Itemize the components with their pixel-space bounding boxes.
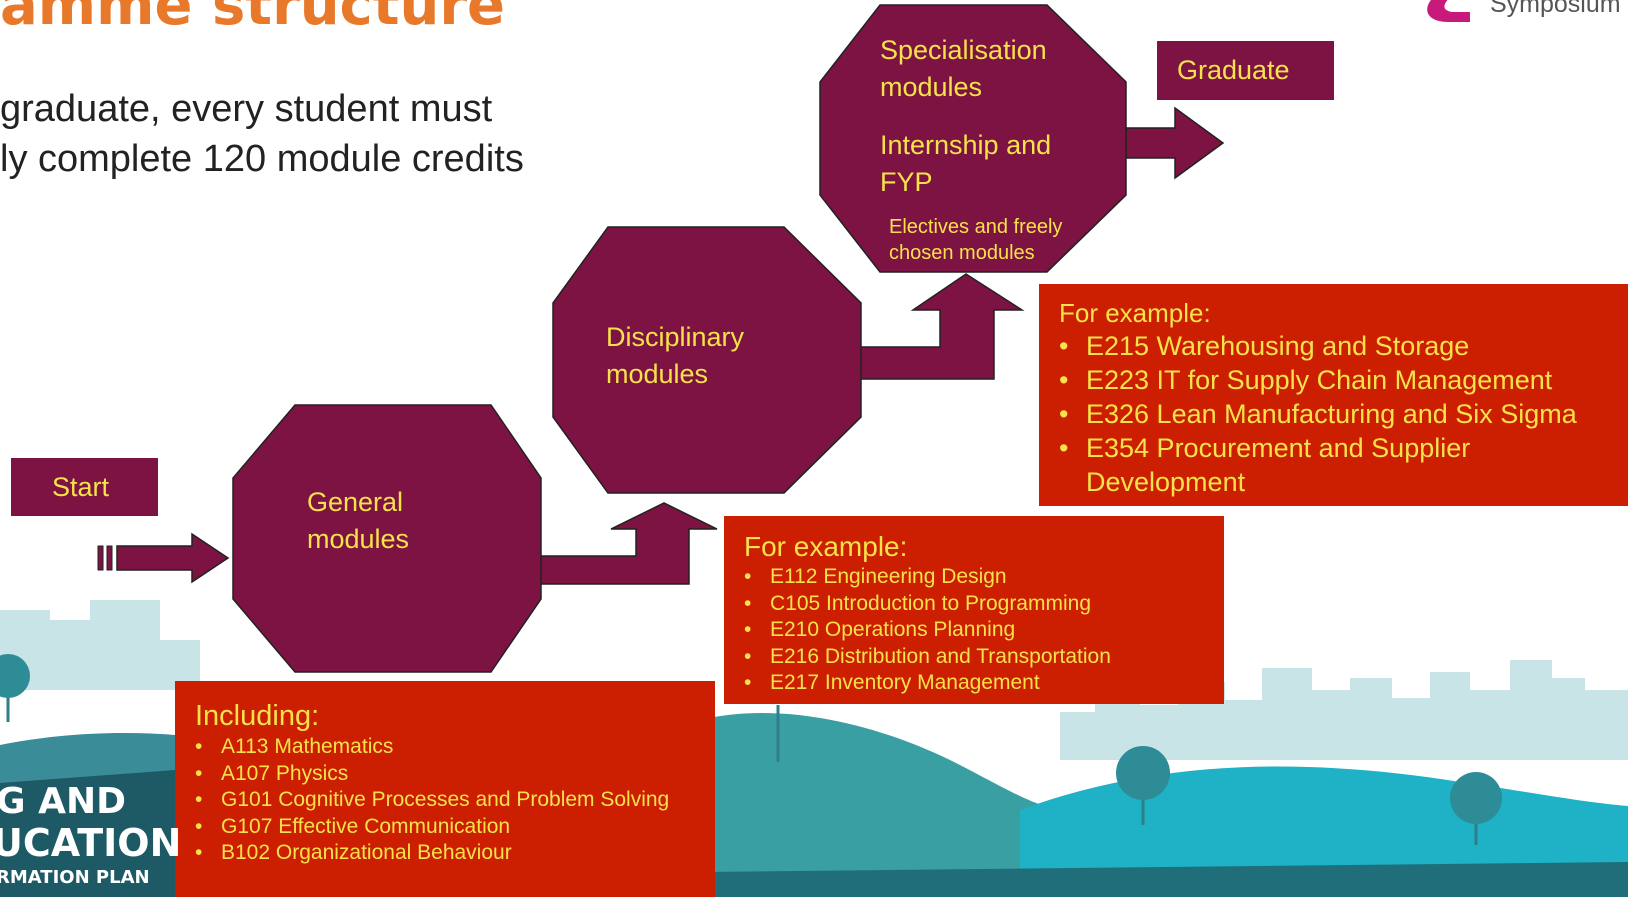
list-item: A113 Mathematics [195, 734, 715, 761]
specialisation-examples-list: E215 Warehousing and Storage E223 IT for… [1059, 329, 1628, 499]
disciplinary-line-1: Disciplinary [606, 322, 745, 352]
list-item: B102 Organizational Behaviour [195, 840, 715, 867]
list-item: G101 Cognitive Processes and Problem Sol… [195, 787, 715, 814]
branding-line-1: G AND [0, 781, 126, 822]
internship-line-2: FYP [880, 167, 933, 197]
specialisation-line-2: modules [880, 72, 983, 102]
logo-text: Symposium [1490, 0, 1621, 18]
list-item: E223 IT for Supply Chain Management [1059, 363, 1628, 397]
start-arrow [97, 532, 230, 584]
electives-line-2: chosen modules [889, 242, 1035, 264]
graduate-label: Graduate [1157, 41, 1334, 100]
tree-icon [1450, 772, 1502, 845]
branding-text: G AND UCATION RMATION PLAN [0, 784, 181, 887]
disciplinary-modules-label: Disciplinary modules [606, 319, 744, 393]
graduate-text: Graduate [1177, 55, 1290, 85]
specialisation-examples-heading: For example: [1059, 298, 1211, 328]
specialisation-modules-label: Specialisation modules [880, 32, 1047, 106]
list-item: E210 Operations Planning [744, 617, 1224, 644]
start-text: Start [52, 471, 110, 502]
intro-text: graduate, every student must ly complete… [0, 84, 524, 184]
general-examples-list: A113 Mathematics A107 Physics G101 Cogni… [195, 734, 715, 867]
general-line-1: General [307, 487, 404, 517]
list-item: A107 Physics [195, 761, 715, 788]
list-item: C105 Introduction to Programming [744, 591, 1224, 618]
disciplinary-examples-list: E112 Engineering Design C105 Introductio… [744, 564, 1224, 697]
list-item: E217 Inventory Management [744, 670, 1224, 697]
specialisation-modules-octagon [819, 4, 1127, 273]
general-modules-label: General modules [307, 484, 409, 558]
list-item: E354 Procurement and Supplier Developmen… [1059, 431, 1628, 499]
general-examples-box: Including: A113 Mathematics A107 Physics… [175, 681, 715, 897]
general-modules-octagon [232, 404, 542, 673]
tree-icon [1116, 746, 1170, 825]
disciplinary-line-2: modules [606, 359, 709, 389]
intro-line-2: ly complete 120 module credits [0, 138, 524, 180]
list-item: E215 Warehousing and Storage [1059, 329, 1628, 363]
bottom-band [700, 862, 1628, 897]
left-dark-band [0, 770, 175, 897]
general-line-2: modules [307, 524, 410, 554]
tree-icon [0, 654, 30, 722]
electives-line-1: Electives and freely [889, 216, 1063, 238]
start-label: Start [11, 458, 158, 516]
list-item: G107 Effective Communication [195, 814, 715, 841]
internship-line-1: Internship and [880, 130, 1052, 160]
disciplinary-modules-octagon [552, 226, 862, 494]
specialisation-examples-box: For example: E215 Warehousing and Storag… [1039, 284, 1628, 506]
middle-hill [700, 712, 1080, 897]
branding-line-2: UCATION [0, 821, 182, 865]
list-item: E216 Distribution and Transportation [744, 644, 1224, 671]
graduate-arrow [1125, 106, 1225, 180]
disciplinary-examples-box: For example: E112 Engineering Design C10… [724, 516, 1224, 704]
list-item: E112 Engineering Design [744, 564, 1224, 591]
bent-arrow-disciplinary-to-specialisation [859, 273, 1025, 380]
intro-line-1: graduate, every student must [0, 88, 493, 130]
bent-arrow-general-to-disciplinary [539, 502, 718, 585]
list-item: E326 Lean Manufacturing and Six Sigma [1059, 397, 1628, 431]
electives-label: Electives and freely chosen modules [889, 214, 1062, 266]
general-examples-heading: Including: [195, 700, 320, 732]
specialisation-line-1: Specialisation [880, 35, 1047, 65]
disciplinary-examples-heading: For example: [744, 531, 908, 562]
slide-title: amme structure [0, 0, 505, 38]
symposium-logo-icon [1427, 0, 1470, 22]
branding-line-3: RMATION PLAN [0, 867, 150, 888]
internship-label: Internship and FYP [880, 127, 1051, 201]
